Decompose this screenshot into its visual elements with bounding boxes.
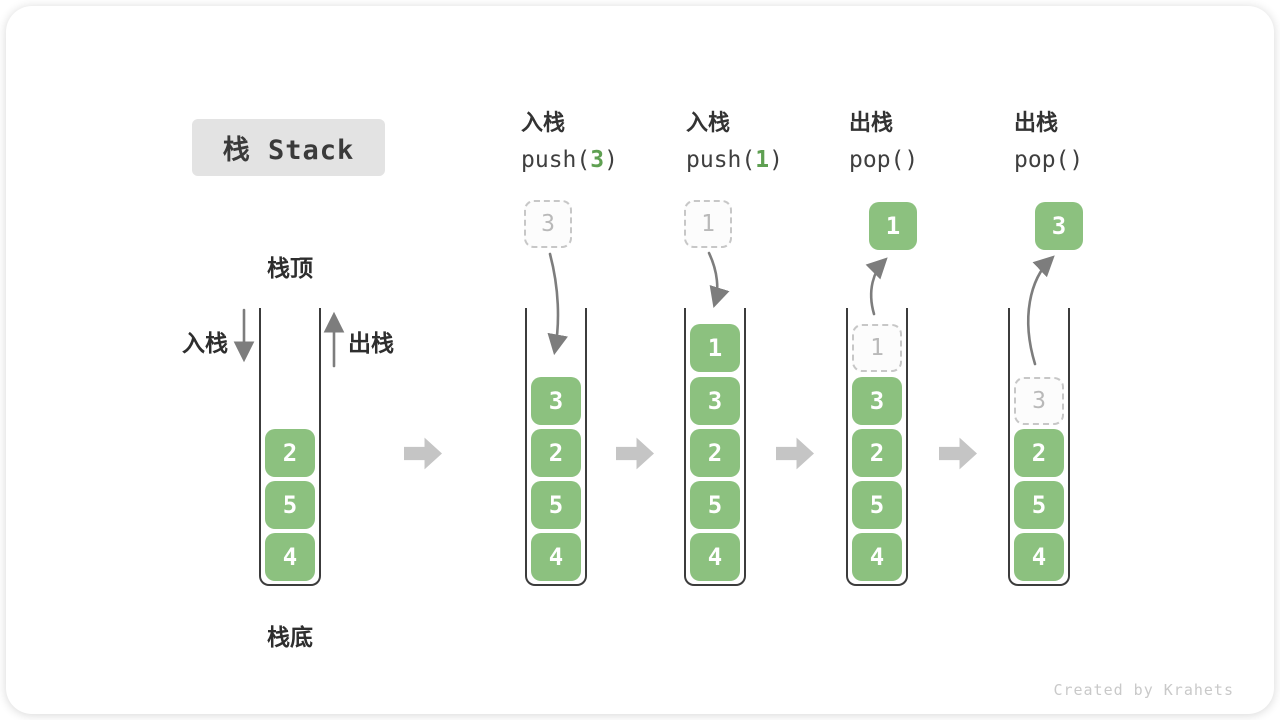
stack-item-5: 5 [265,481,315,529]
diagram-card: 栈 Stack 栈顶 栈底 入栈 出栈 入栈 push(3) 入栈 push(1… [6,6,1274,714]
step-label: 入栈 [686,110,731,135]
step-header-push-3: 入栈 push(3) [521,108,618,175]
stack-item-2: 2 [265,429,315,477]
step-code: pop() [849,147,919,173]
stack-item-1: 1 [690,324,740,372]
stack-item-2: 2 [690,429,740,477]
stack-item-5: 5 [1014,481,1064,529]
stack-item-4: 4 [690,533,740,581]
arrow-overlay [233,251,1055,368]
step-transition-arrow-icon [616,437,654,470]
step-header-pop-3: 出栈 pop() [1014,108,1083,175]
stack-item-2: 2 [531,429,581,477]
step-code: pop() [1014,147,1084,173]
step-transition-arrow-icon [939,437,977,470]
stack-item-4: 4 [265,533,315,581]
stack-item-2: 2 [852,429,902,477]
watermark: Created by Krahets [1053,681,1234,699]
pop-1-curved-arrow-icon [865,257,888,316]
diagram-title-box: 栈 Stack [192,119,385,176]
step-label: 出栈 [849,110,894,135]
step-code: push(3) [521,147,618,173]
stack-item-4: 4 [1014,533,1064,581]
stack-item-4: 4 [531,533,581,581]
stack-item-3: 3 [690,377,740,425]
stack-bottom-label: 栈底 [267,624,313,650]
push-1-curved-arrow-icon [707,251,730,308]
stack-item-1: 1 [852,324,902,372]
stack-item-3: 3 [852,377,902,425]
step-label: 出栈 [1014,110,1059,135]
stack-item-3: 3 [531,377,581,425]
push-side-label: 入栈 [182,330,228,356]
step-code: push(1) [686,147,783,173]
floating-value-box: 1 [869,202,917,250]
stack-item-3: 3 [1014,377,1064,425]
step-header-push-1: 入栈 push(1) [686,108,783,175]
step-transition-arrow-icon [776,437,814,470]
diagram-title: 栈 Stack [222,135,355,166]
stack-item-5: 5 [690,481,740,529]
stack-item-5: 5 [531,481,581,529]
step-header-pop-1: 出栈 pop() [849,108,918,175]
floating-value-box: 3 [1035,202,1083,250]
step-transition-arrow-icon [404,437,442,470]
stack-top-label: 栈顶 [267,255,313,281]
stack-item-5: 5 [852,481,902,529]
floating-value-box: 3 [524,200,572,248]
stack-item-2: 2 [1014,429,1064,477]
step-label: 入栈 [521,110,566,135]
stack-item-4: 4 [852,533,902,581]
floating-value-box: 1 [684,200,732,248]
pop-side-label: 出栈 [348,330,394,356]
